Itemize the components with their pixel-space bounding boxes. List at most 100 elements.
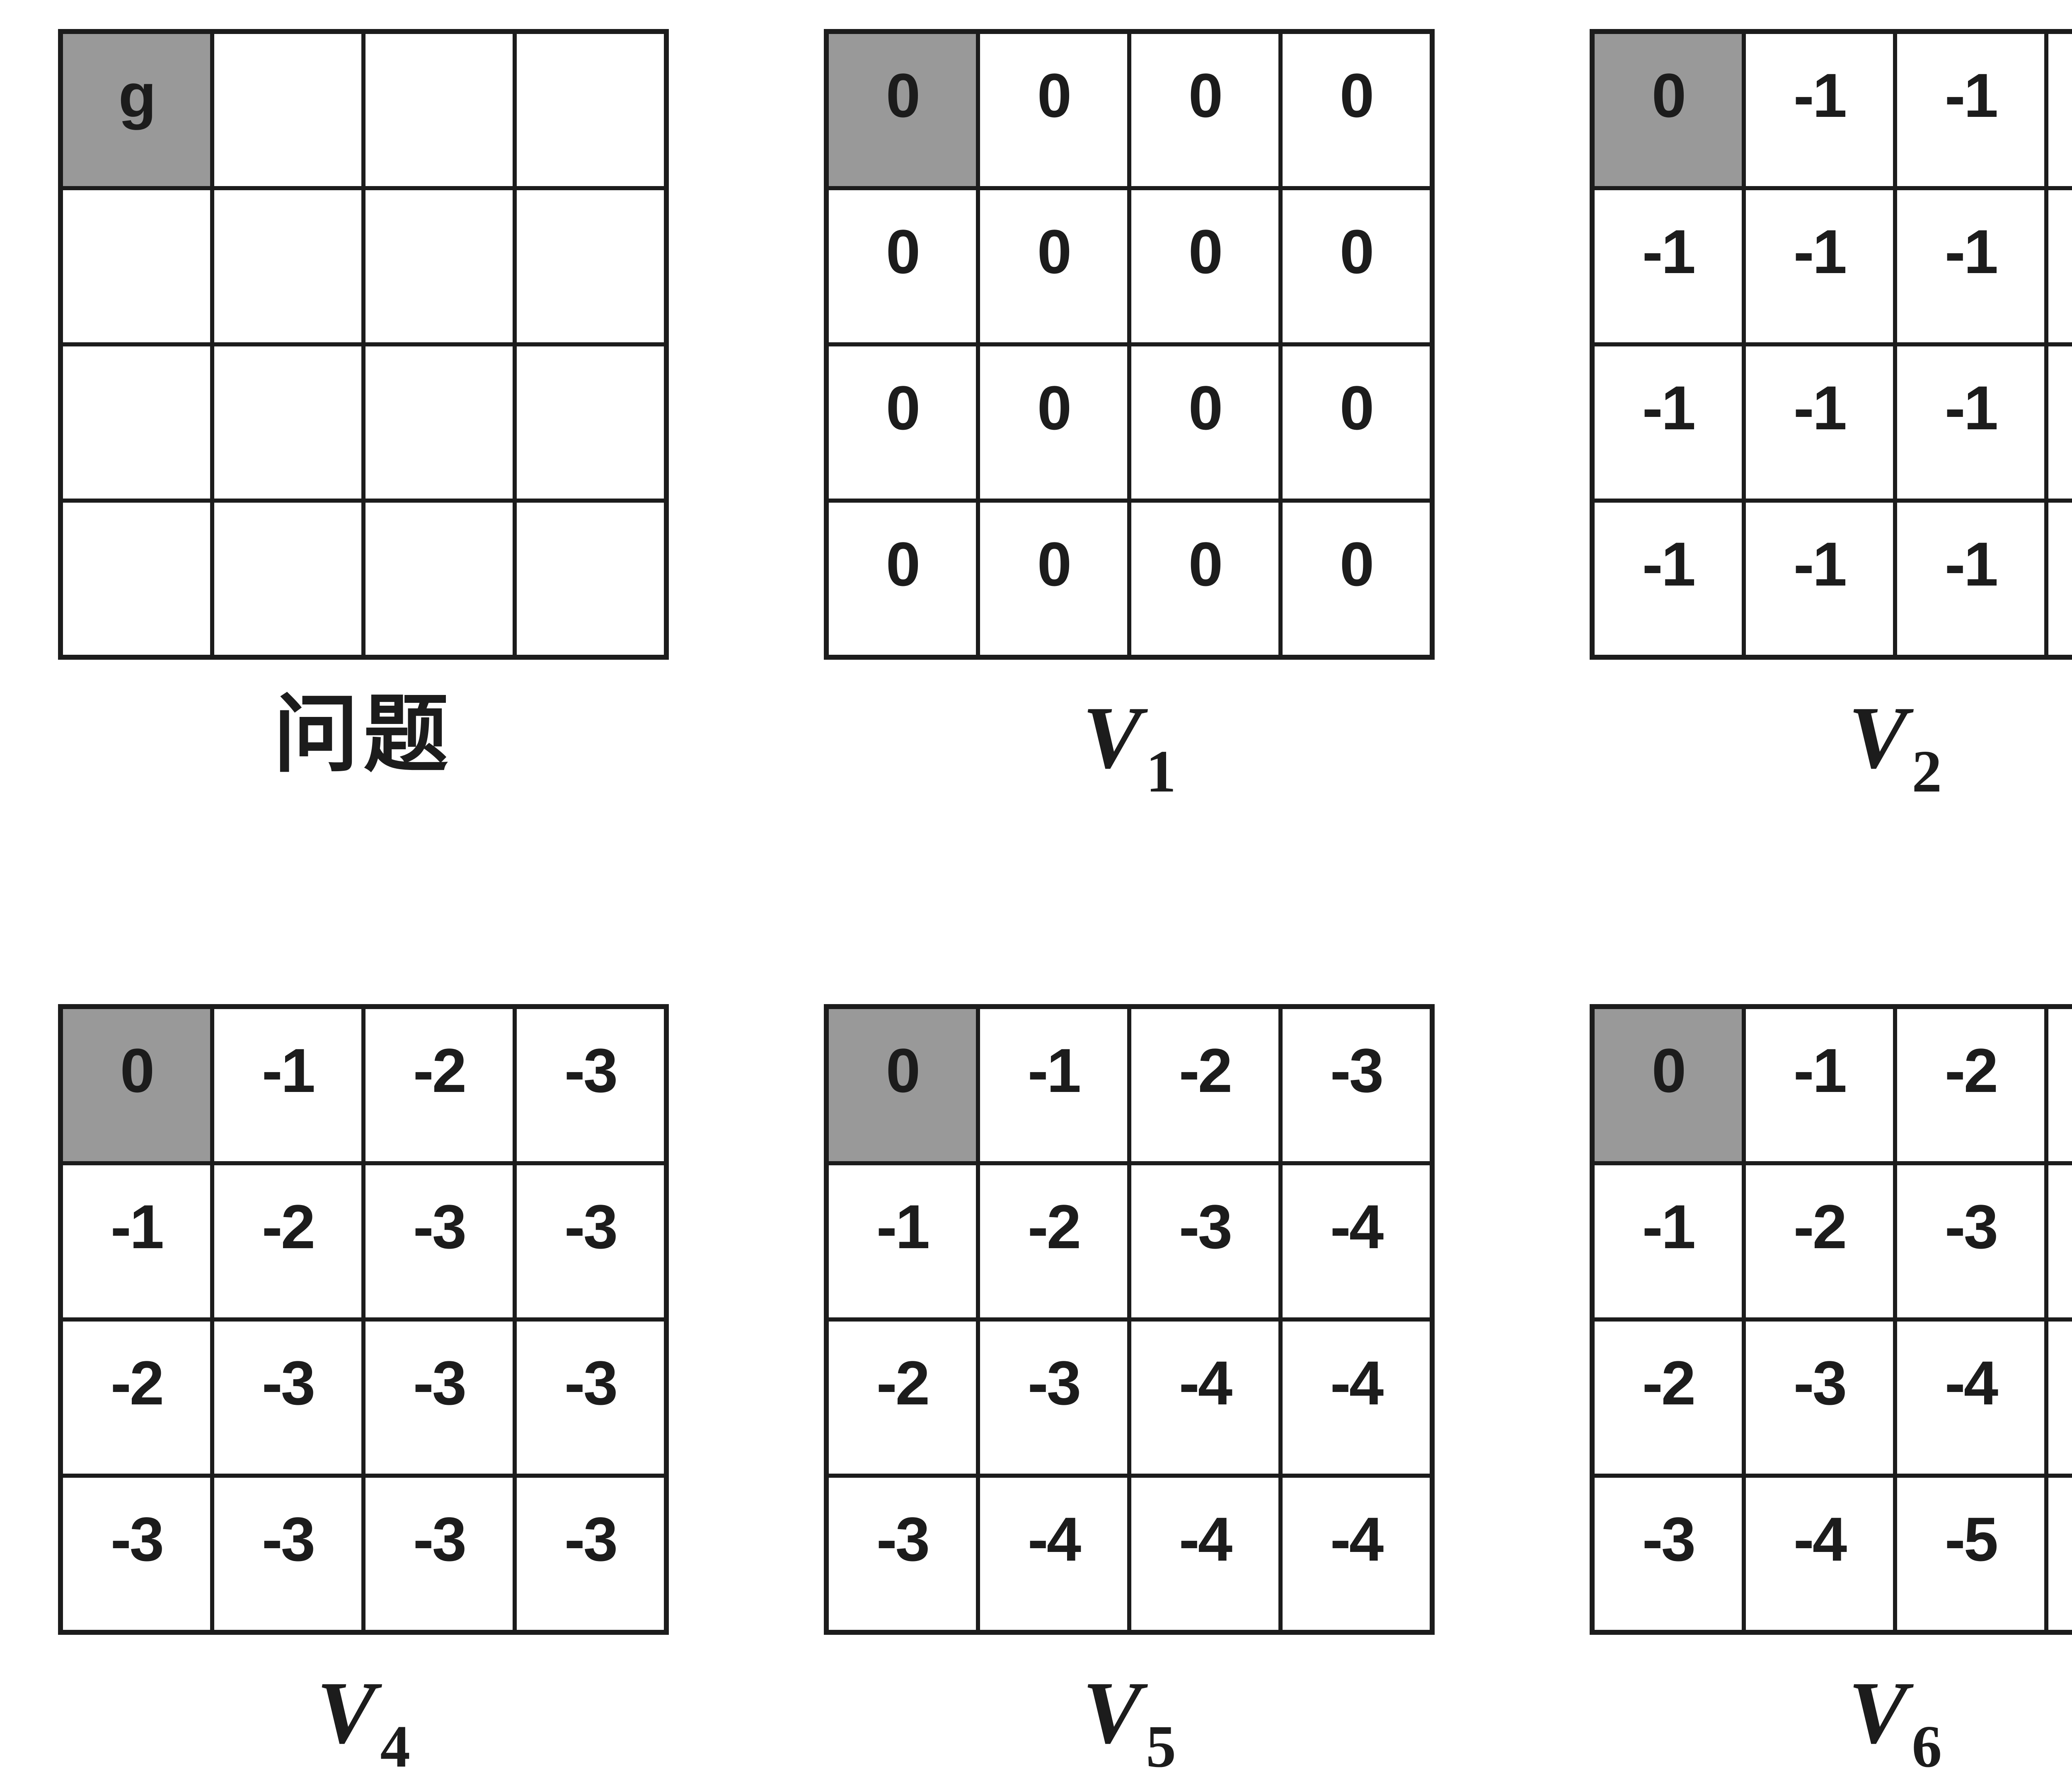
v2-label: V 2 (1848, 688, 1942, 809)
v2-grid: 0-1-1-1-1-1-1-1-1-1-1-1-1-1-1-1 (1590, 29, 2072, 660)
grid-cell: -1 (1897, 190, 2044, 342)
grid-cell: -1 (1595, 346, 1742, 499)
grid-cell (517, 34, 664, 186)
grid-cell: -1 (1746, 34, 1893, 186)
grid-cell: 0 (1283, 503, 1430, 655)
panel-v2: 0-1-1-1-1-1-1-1-1-1-1-1-1-1-1-1 V 2 (1590, 29, 2072, 809)
grid-cell: -3 (980, 1322, 1127, 1474)
grid-cell: -2 (1897, 1009, 2044, 1161)
grid-cell: -2 (214, 1165, 361, 1317)
grid-cell: -3 (2048, 1009, 2072, 1161)
panel-v5: 0-1-2-3-1-2-3-4-2-3-4-4-3-4-4-4 V 5 (824, 1004, 1435, 1784)
grid-cell: 0 (1283, 190, 1430, 342)
grid-cell (517, 346, 664, 499)
grid-cell (214, 503, 361, 655)
grid-row-bottom: 0-1-2-3-1-2-3-3-2-3-3-3-3-3-3-3 V 4 0-1-… (58, 1004, 2072, 1784)
grid-cell: -1 (1897, 34, 2044, 186)
grid-cell: 0 (1131, 34, 1278, 186)
grid-cell: -3 (1595, 1478, 1742, 1630)
grid-cell: -4 (980, 1478, 1127, 1630)
grid-cell: 0 (1131, 346, 1278, 499)
grid-cell (366, 34, 513, 186)
v6-label-subscript: 6 (1912, 1713, 1942, 1780)
grid-cell: -2 (1746, 1165, 1893, 1317)
grid-cell (63, 346, 210, 499)
grid-cell: 0 (1283, 346, 1430, 499)
grid-cell: -3 (829, 1478, 976, 1630)
grid-cell: -4 (1131, 1478, 1278, 1630)
v1-label-subscript: 1 (1146, 738, 1176, 805)
v2-label-subscript: 2 (1912, 738, 1942, 805)
grid-cell: -1 (1595, 1165, 1742, 1317)
grid-cell: -4 (1283, 1478, 1430, 1630)
grid-cell: -4 (1746, 1478, 1893, 1630)
grid-cell: -2 (63, 1322, 210, 1474)
v1-label: V 1 (1082, 688, 1176, 809)
grid-cell: -1 (1746, 346, 1893, 499)
grid-cell: 0 (980, 34, 1127, 186)
grid-cell: -3 (214, 1478, 361, 1630)
grid-cell: -4 (1283, 1165, 1430, 1317)
grid-cell: -3 (517, 1322, 664, 1474)
grid-cell: -1 (1746, 190, 1893, 342)
grid-cell: -1 (2048, 190, 2072, 342)
grid-cell: -5 (2048, 1478, 2072, 1630)
grid-cell: -1 (63, 1165, 210, 1317)
grid-cell: -1 (1595, 503, 1742, 655)
v1-label-symbol: V (1082, 688, 1142, 787)
grid-cell (214, 34, 361, 186)
panel-v4: 0-1-2-3-1-2-3-3-2-3-3-3-3-3-3-3 V 4 (58, 1004, 669, 1784)
grid-cell: -2 (829, 1322, 976, 1474)
grid-cell: -3 (517, 1478, 664, 1630)
grid-cell (63, 190, 210, 342)
grid-cell: -5 (2048, 1322, 2072, 1474)
grid-cell: -1 (1595, 190, 1742, 342)
grid-cell: -4 (1283, 1322, 1430, 1474)
grid-cell: -1 (1746, 503, 1893, 655)
grid-cell: -4 (1131, 1322, 1278, 1474)
grid-cell: -3 (1897, 1165, 2044, 1317)
grid-cell: -3 (366, 1165, 513, 1317)
goal-cell: 0 (1595, 1009, 1742, 1161)
v4-label: V 4 (317, 1663, 410, 1784)
grid-cell: -1 (1897, 503, 2044, 655)
goal-cell: g (63, 34, 210, 186)
grid-cell: 0 (829, 190, 976, 342)
grid-cell (366, 190, 513, 342)
v6-label: V 6 (1848, 1663, 1942, 1784)
grid-cell: 0 (980, 190, 1127, 342)
grid-cell: -3 (366, 1322, 513, 1474)
v2-label-symbol: V (1848, 688, 1908, 787)
v6-grid: 0-1-2-3-1-2-3-4-2-3-4-5-3-4-5-5 (1590, 1004, 2072, 1635)
grid-cell (517, 190, 664, 342)
grid-cell: 0 (980, 503, 1127, 655)
grid-cell (214, 346, 361, 499)
grid-cell (517, 503, 664, 655)
goal-cell: 0 (63, 1009, 210, 1161)
problem-label-text: 问题 (274, 688, 453, 782)
v5-label-symbol: V (1082, 1663, 1142, 1762)
v5-label-subscript: 5 (1146, 1713, 1176, 1780)
grid-cell: -1 (1897, 346, 2044, 499)
goal-cell: 0 (1595, 34, 1742, 186)
grid-cell: -4 (2048, 1165, 2072, 1317)
grid-cell: -1 (214, 1009, 361, 1161)
grid-cell (63, 503, 210, 655)
panel-problem: g 问题 (58, 29, 669, 809)
grid-cell: -1 (829, 1165, 976, 1317)
grid-cell: -4 (1897, 1322, 2044, 1474)
grid-cell: -3 (214, 1322, 361, 1474)
v5-label: V 5 (1082, 1663, 1176, 1784)
grid-cell: 0 (829, 346, 976, 499)
grid-cell: -3 (1746, 1322, 1893, 1474)
grid-cell: -2 (1595, 1322, 1742, 1474)
grid-cell: -2 (1131, 1009, 1278, 1161)
v4-label-subscript: 4 (380, 1713, 410, 1780)
grid-cell: 0 (1131, 190, 1278, 342)
grid-cell: -5 (1897, 1478, 2044, 1630)
grid-cell: -1 (2048, 503, 2072, 655)
grid-cell: -2 (366, 1009, 513, 1161)
goal-cell: 0 (829, 34, 976, 186)
